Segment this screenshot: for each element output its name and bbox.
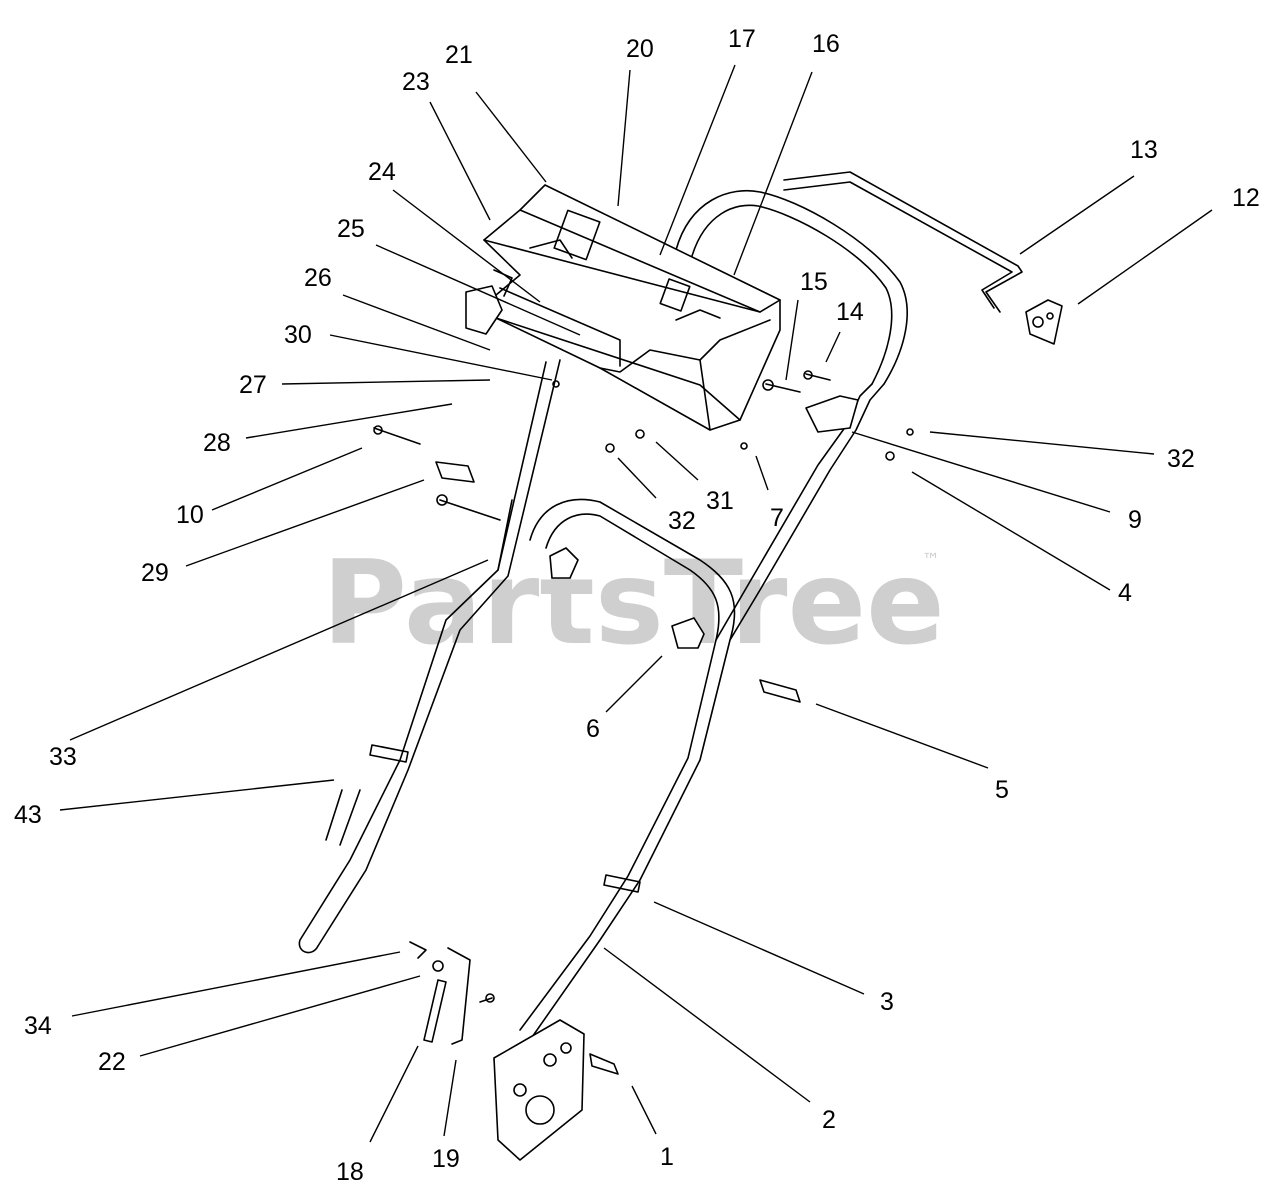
sleeve-29	[435, 461, 475, 483]
callout-9: 9	[1128, 506, 1142, 534]
callout-13: 13	[1130, 136, 1158, 164]
callout-26: 26	[304, 264, 332, 292]
callout-33: 33	[49, 743, 77, 771]
callout-32-center: 32	[668, 507, 696, 535]
callout-labels: 21 20 17 16 23 24 25 26 30 27 28 10 29 3…	[14, 25, 1260, 1186]
leader-lines	[59, 64, 1213, 1143]
bracket-27	[493, 269, 513, 297]
callout-3: 3	[880, 988, 894, 1016]
bolt-15	[765, 383, 801, 393]
callout-29: 29	[141, 559, 169, 587]
height-adjust-assembly	[409, 941, 619, 1161]
callout-31: 31	[706, 487, 734, 515]
callout-30: 30	[284, 321, 312, 349]
callout-15: 15	[800, 268, 828, 296]
upper-handle-rod	[783, 171, 1023, 313]
callout-4: 4	[1118, 579, 1132, 607]
callout-14: 14	[836, 298, 864, 326]
callout-22: 22	[98, 1048, 126, 1076]
bolt-10	[373, 427, 421, 445]
lower-handle-frame	[298, 359, 885, 1061]
bolt-5	[759, 679, 801, 703]
control-console	[483, 184, 781, 431]
bolt-long	[439, 499, 501, 521]
callout-16: 16	[812, 30, 840, 58]
callout-2: 2	[822, 1106, 836, 1134]
lever-28	[465, 285, 503, 335]
partstree-watermark: PartsTree ™	[322, 536, 945, 671]
callout-27: 27	[239, 371, 267, 399]
callout-23: 23	[402, 68, 430, 96]
callout-34: 34	[24, 1012, 52, 1040]
watermark-trademark: ™	[922, 550, 940, 571]
callout-32-right: 32	[1167, 445, 1195, 473]
plate-9	[805, 395, 859, 433]
callout-20: 20	[626, 35, 654, 63]
knob-29	[549, 547, 579, 579]
callout-1: 1	[660, 1143, 674, 1171]
callout-18: 18	[336, 1158, 364, 1186]
hardware-small-parts	[373, 269, 914, 703]
callout-6: 6	[586, 715, 600, 743]
bail-loop	[675, 189, 908, 385]
callout-10: 10	[176, 501, 204, 529]
callout-24: 24	[368, 158, 396, 186]
callout-28: 28	[203, 429, 231, 457]
callout-7: 7	[770, 504, 784, 532]
callout-21: 21	[445, 41, 473, 69]
watermark-text: PartsTree	[322, 536, 945, 671]
control-bracket	[1025, 299, 1063, 345]
callout-43: 43	[14, 801, 42, 829]
callout-25: 25	[337, 215, 365, 243]
callout-19: 19	[432, 1145, 460, 1173]
block-6	[671, 617, 705, 649]
callout-17: 17	[728, 25, 756, 53]
callout-5: 5	[995, 776, 1009, 804]
callout-12: 12	[1232, 184, 1260, 212]
